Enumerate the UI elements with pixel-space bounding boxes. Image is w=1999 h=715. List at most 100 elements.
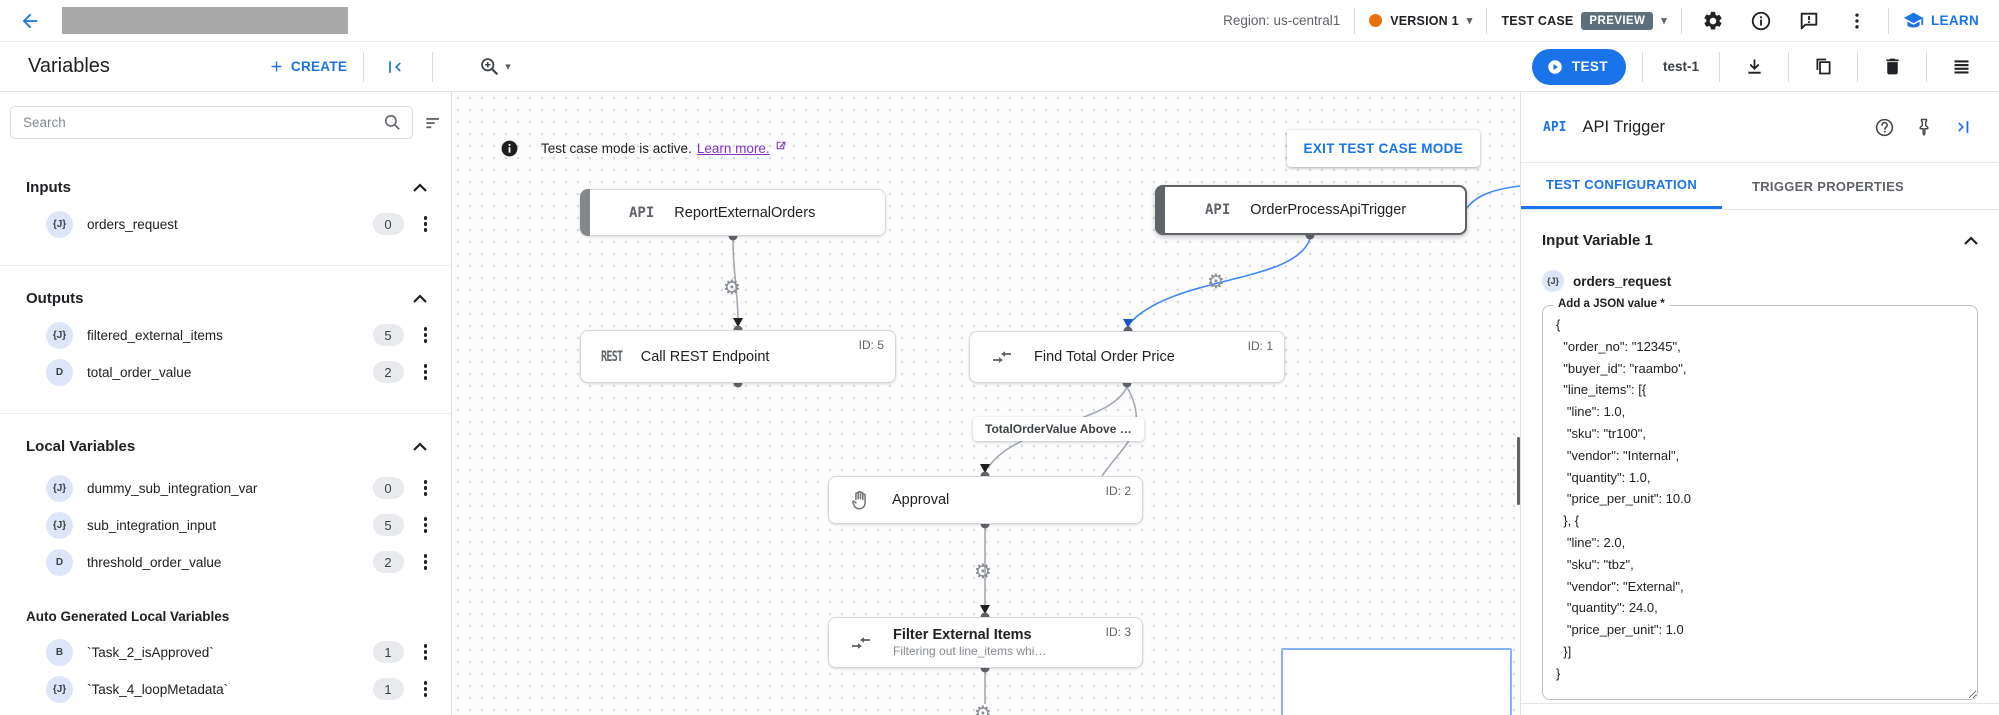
delete-button[interactable] [1874,49,1910,85]
collapse-left-icon [389,60,402,73]
chevron-up-icon[interactable] [1964,236,1978,245]
more-options-button[interactable] [1840,4,1874,38]
help-button[interactable] [1867,110,1901,144]
feedback-button[interactable] [1792,4,1826,38]
node-id-badge: ID: 1 [1247,339,1273,353]
variable-row-filtered-external-items[interactable]: {J} filtered_external_items 5 [0,320,451,350]
learn-label: LEARN [1931,13,1979,28]
collapse-right-icon [1958,121,1969,133]
usage-count-badge: 2 [372,361,404,383]
learn-more-link[interactable]: Learn more. [696,140,770,156]
pin-button[interactable] [1907,110,1941,144]
vertical-scrollbar-thumb[interactable] [1517,437,1520,505]
chevron-up-icon[interactable] [413,294,427,303]
auto-generated-section-header: Auto Generated Local Variables [0,609,451,624]
row-menu-button[interactable] [418,640,434,664]
zoom-in-icon [481,58,499,76]
workflow-canvas[interactable]: Test case mode is active. Learn more. EX… [452,92,1520,715]
test-case-mode-banner: Test case mode is active. Learn more. EX… [500,126,1480,170]
trash-icon [1885,58,1899,75]
row-menu-button[interactable] [418,212,434,236]
variables-sidebar: Inputs {J} orders_request 0 Outputs {J} … [0,92,452,715]
test-button[interactable]: TEST [1531,48,1626,85]
row-menu-button[interactable] [418,360,434,384]
panel-title: API Trigger [1582,117,1666,136]
version-selector[interactable]: VERSION 1 ▾ [1369,14,1472,28]
variable-row-orders-request[interactable]: {J} orders_request 0 [0,209,451,239]
node-find-total-order-price[interactable]: Find Total Order Price ID: 1 [969,331,1285,383]
api-trigger-config-panel: API API Trigger TEST CONFIGURATION TRI [1520,92,1999,715]
divider [1719,51,1720,82]
variable-row-task2-isapproved[interactable]: B `Task_2_isApproved` 1 [0,637,451,667]
json-type-icon: {J} [46,675,73,703]
back-arrow-button[interactable] [16,7,44,35]
json-type-icon: {J} [46,474,73,502]
edge-gear-icon[interactable]: ⚙ [723,275,741,299]
learn-link[interactable]: LEARN [1903,10,1979,31]
edge-gear-icon[interactable]: ⚙ [1207,269,1225,293]
variables-toolbar: Variables CREATE ▾ TEST test-1 [0,42,1999,92]
selection-note-box[interactable] [1281,648,1512,715]
node-order-process-api-trigger[interactable]: API OrderProcessApiTrigger [1155,185,1467,235]
test-case-selector[interactable]: TEST CASE PREVIEW ▾ [1501,11,1667,30]
info-button[interactable] [1744,4,1778,38]
variable-row-task4-loopmetadata[interactable]: {J} `Task_4_loopMetadata` 1 [0,674,451,704]
api-accent-bar [1155,185,1165,235]
row-menu-button[interactable] [418,677,434,701]
api-accent-bar [580,189,590,236]
usage-count-badge: 5 [372,324,404,346]
api-type-label: API [629,204,655,221]
copy-button[interactable] [1805,49,1841,85]
outputs-section-header[interactable]: Outputs [0,290,451,307]
collapse-sidebar-button[interactable] [380,52,410,82]
tab-trigger-properties[interactable]: TRIGGER PROPERTIES [1752,178,1905,194]
edge-condition-label[interactable]: TotalOrderValue Above … [973,417,1144,441]
node-subtitle: Filtering out line_items whi… [893,644,1047,659]
api-type-label: API [1205,202,1231,218]
row-menu-button[interactable] [418,476,434,500]
json-value-textarea[interactable]: { "order_no": "12345", "buyer_id": "raam… [1543,306,1977,699]
variable-search-box[interactable] [10,106,413,139]
edge-gear-icon[interactable]: ⚙ [974,559,992,583]
search-input[interactable] [23,115,383,130]
settings-button[interactable] [1696,4,1730,38]
node-filter-external-items[interactable]: Filter External Items Filtering out line… [828,617,1143,668]
chevron-up-icon[interactable] [413,442,427,451]
copy-icon [1816,58,1830,75]
inputs-section-header[interactable]: Inputs [0,179,451,196]
variable-row-sub-integration-input[interactable]: {J} sub_integration_input 5 [0,510,451,540]
node-call-rest-endpoint[interactable]: REST Call REST Endpoint ID: 5 [580,330,896,383]
test-case-name[interactable]: test-1 [1662,59,1699,74]
zoom-control[interactable]: ▾ [479,56,511,77]
node-approval[interactable]: Approval ID: 2 [828,476,1143,524]
variable-row-dummy-sub-integration-var[interactable]: {J} dummy_sub_integration_var 0 [0,473,451,503]
dense-menu-icon [1954,60,1968,74]
chevron-up-icon[interactable] [413,183,427,192]
section-title: Outputs [26,290,84,307]
create-variable-button[interactable]: CREATE [268,58,347,75]
plus-icon [271,61,282,72]
boolean-type-icon: B [46,638,73,666]
download-button[interactable] [1736,49,1772,85]
chevron-down-icon: ▾ [1466,15,1473,27]
preview-badge: PREVIEW [1581,11,1654,30]
chevron-down-icon: ▾ [505,61,511,73]
exit-test-case-mode-button[interactable]: EXIT TEST CASE MODE [1286,129,1480,167]
local-variables-section-header[interactable]: Local Variables [0,438,451,455]
node-id-badge: ID: 2 [1105,484,1131,498]
variable-row-total-order-value[interactable]: D total_order_value 2 [0,357,451,387]
tab-test-configuration[interactable]: TEST CONFIGURATION [1521,163,1722,209]
edge-gear-icon[interactable]: ⚙ [974,701,992,715]
row-menu-button[interactable] [418,513,434,537]
divider [1681,7,1682,34]
usage-count-badge: 0 [372,477,404,499]
sort-variables-button[interactable] [423,113,443,133]
row-menu-button[interactable] [418,323,434,347]
task-list-button[interactable] [1943,49,1979,85]
collapse-panel-button[interactable] [1947,110,1981,144]
node-report-external-orders[interactable]: API ReportExternalOrders [580,189,886,236]
vertical-dots-icon [1855,13,1859,28]
row-menu-button[interactable] [418,550,434,574]
variable-row-threshold-order-value[interactable]: D threshold_order_value 2 [0,547,451,577]
